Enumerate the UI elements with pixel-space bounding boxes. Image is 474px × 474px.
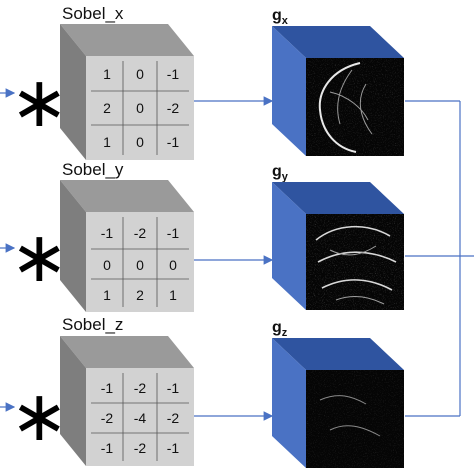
kernel-cell: -1 bbox=[167, 134, 180, 150]
output-label: gy bbox=[272, 163, 289, 183]
kernel-cell: 1 bbox=[103, 287, 111, 303]
kernel-cell: 1 bbox=[103, 134, 111, 150]
kernel-cell: 0 bbox=[169, 257, 177, 273]
kernel-cell: -1 bbox=[167, 66, 180, 82]
kernel-cell: -2 bbox=[101, 410, 114, 426]
kernel-cell: -1 bbox=[167, 440, 180, 456]
edge-map-x-image bbox=[272, 26, 404, 156]
kernel-cell: 0 bbox=[136, 134, 144, 150]
kernel-cell: 0 bbox=[136, 66, 144, 82]
kernel-cell: -4 bbox=[134, 410, 147, 426]
row-sobel-y: ∗ Sobel_y -1 -2 -1 0 0 0 1 2 1 bbox=[0, 160, 404, 312]
kernel-cell: 2 bbox=[136, 287, 144, 303]
convolution-operator: ∗ bbox=[10, 216, 69, 298]
kernel-cell: 0 bbox=[136, 257, 144, 273]
kernel-label: Sobel_y bbox=[62, 160, 124, 179]
output-label: gx bbox=[272, 7, 289, 27]
kernel-cell: 0 bbox=[103, 257, 111, 273]
kernel-cell: 1 bbox=[169, 287, 177, 303]
kernel-cell: 1 bbox=[103, 66, 111, 82]
kernel-cube: -1 -2 -1 0 0 0 1 2 1 bbox=[60, 180, 194, 312]
kernel-cell: 0 bbox=[136, 100, 144, 116]
kernel-cell: -1 bbox=[101, 380, 114, 396]
output-bracket bbox=[405, 101, 474, 416]
kernel-cell: -2 bbox=[134, 380, 147, 396]
kernel-cell: -2 bbox=[167, 100, 180, 116]
kernel-cube: -1 -2 -1 -2 -4 -2 -1 -2 -1 bbox=[60, 336, 194, 466]
kernel-cell: -1 bbox=[101, 225, 114, 241]
convolution-operator: ∗ bbox=[10, 61, 69, 143]
kernel-cell: -1 bbox=[101, 440, 114, 456]
row-sobel-x: ∗ Sobel_x 1 0 -1 2 0 -2 1 0 -1 bbox=[0, 4, 404, 160]
row-sobel-z: ∗ Sobel_z -1 -2 -1 -2 -4 -2 -1 -2 -1 bbox=[0, 315, 404, 468]
convolution-operator: ∗ bbox=[10, 375, 69, 457]
kernel-cell: -2 bbox=[134, 440, 147, 456]
kernel-cube: 1 0 -1 2 0 -2 1 0 -1 bbox=[60, 24, 194, 160]
output-label: gz bbox=[272, 319, 288, 339]
edge-map-z-image bbox=[272, 338, 404, 468]
kernel-label: Sobel_z bbox=[62, 315, 123, 334]
kernel-cell: -2 bbox=[134, 225, 147, 241]
edge-map-y-image bbox=[272, 182, 404, 310]
kernel-cell: -2 bbox=[167, 410, 180, 426]
kernel-cell: -1 bbox=[167, 380, 180, 396]
kernel-cell: -1 bbox=[167, 225, 180, 241]
kernel-label: Sobel_x bbox=[62, 4, 124, 23]
kernel-cell: 2 bbox=[103, 100, 111, 116]
